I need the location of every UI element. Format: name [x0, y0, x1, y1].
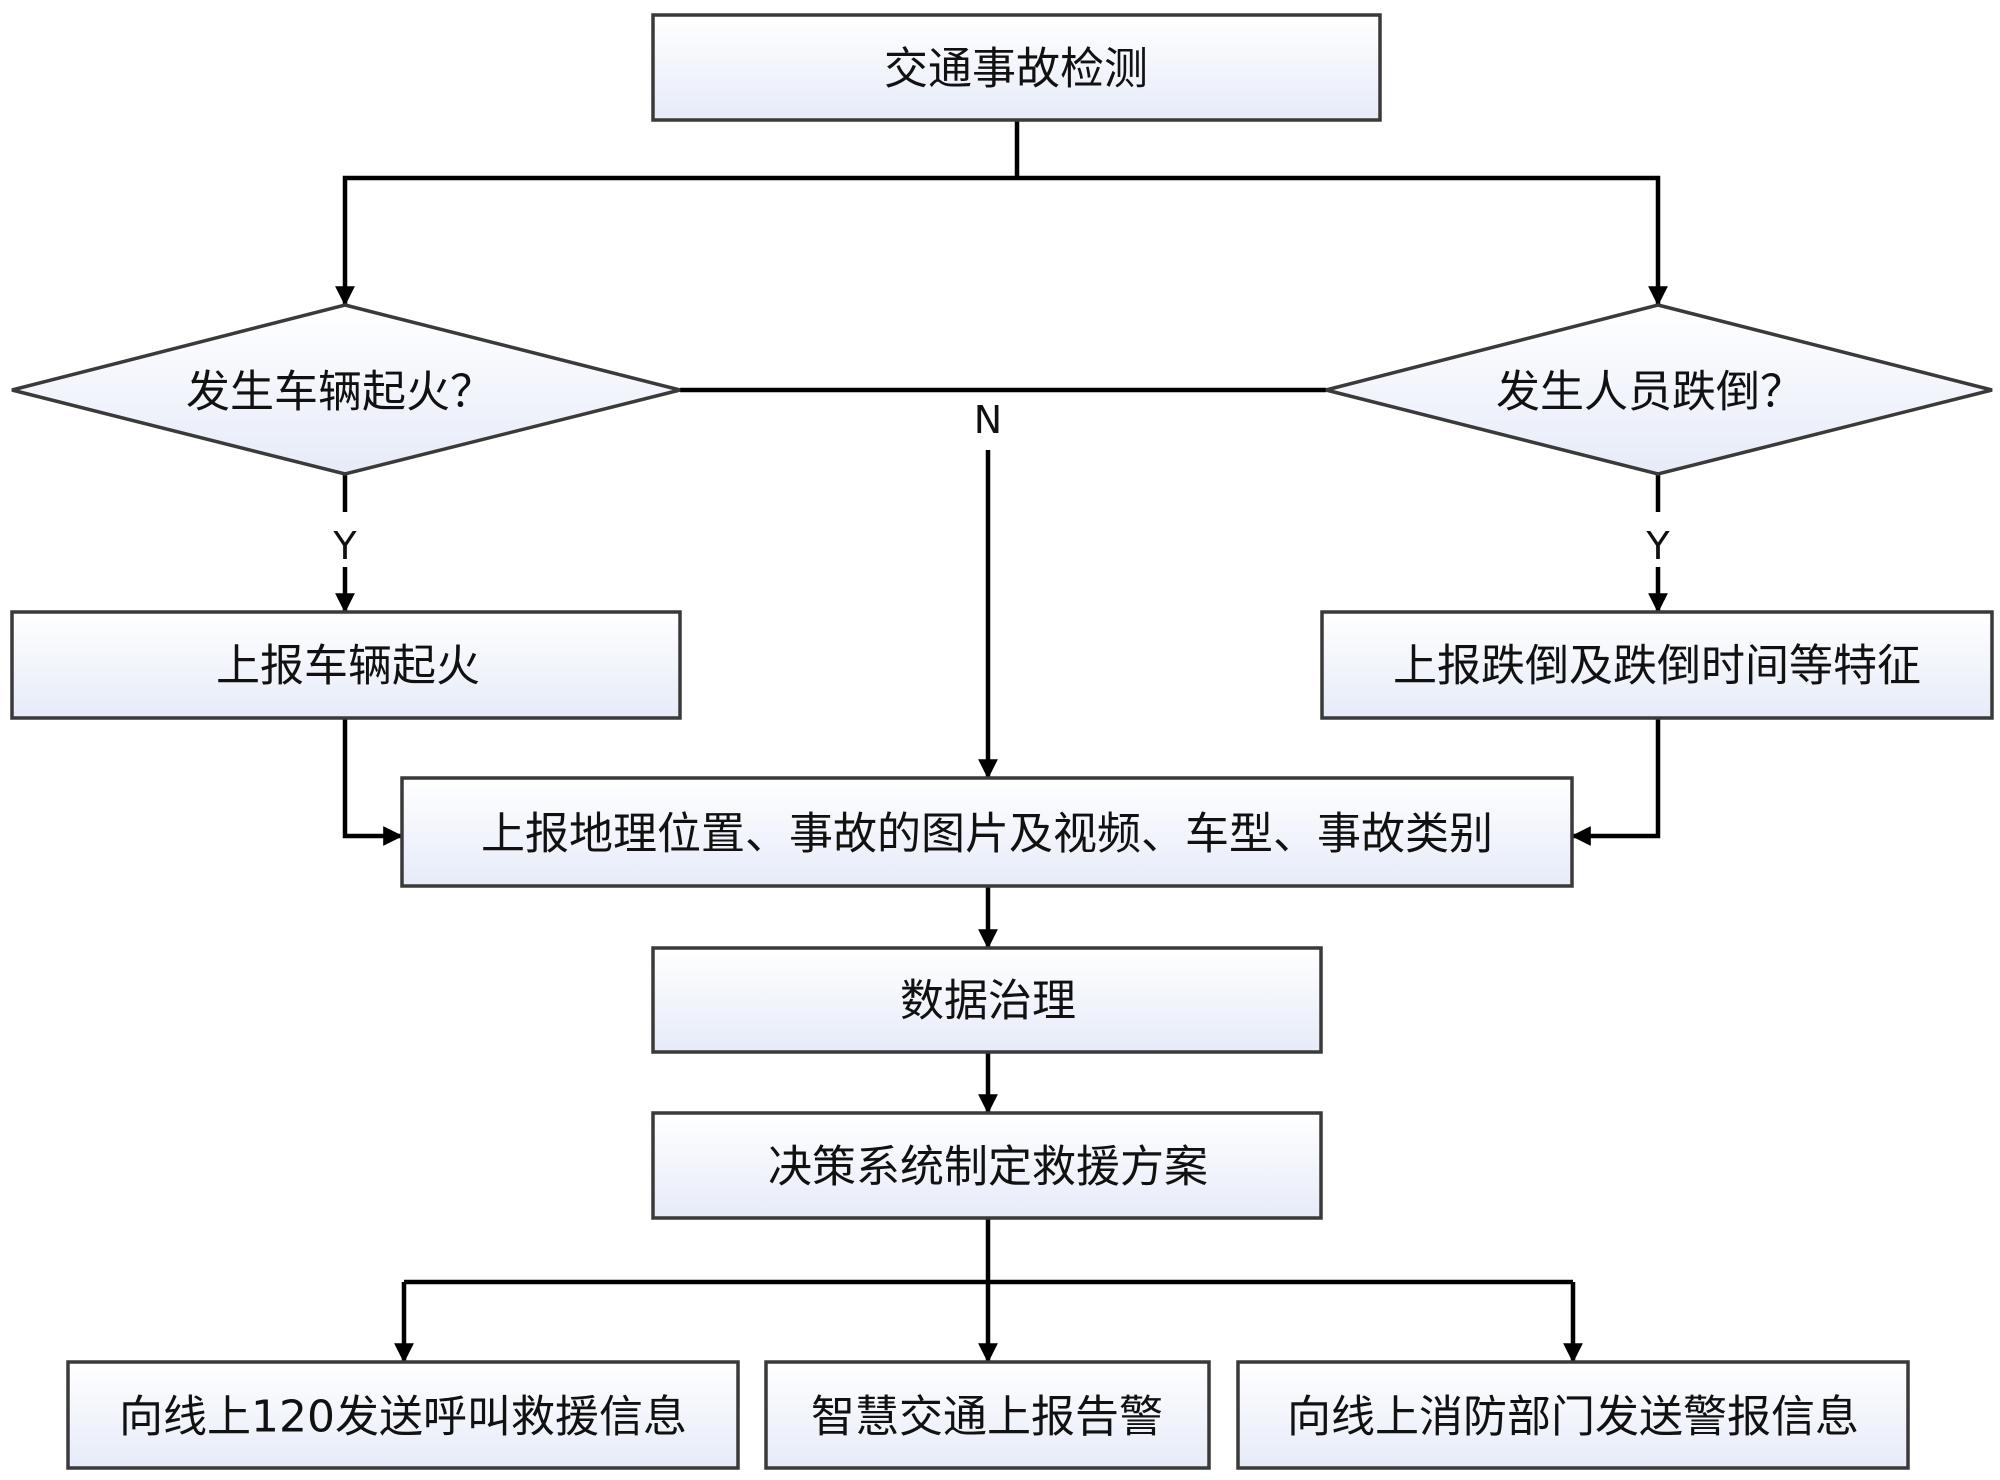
node-out-police: 智慧交通上报告警	[764, 1360, 1211, 1470]
node-report-fall-label: 上报跌倒及跌倒时间等特征	[1393, 641, 1921, 692]
node-detect: 交通事故检测	[651, 13, 1382, 122]
node-decision: 决策系统制定救援方案	[651, 1111, 1323, 1220]
node-report-fire: 上报车辆起火	[10, 610, 682, 720]
node-out-fire-label: 向线上消防部门发送警报信息	[1287, 1392, 1859, 1443]
node-governance: 数据治理	[651, 946, 1323, 1054]
node-out-120-label: 向线上120发送呼叫救援信息	[119, 1392, 687, 1443]
label-no: N	[974, 398, 1002, 442]
node-report-fire-label: 上报车辆起火	[216, 641, 480, 692]
edge-split-right	[1017, 175, 1668, 306]
decision-fall-label: 发生人员跌倒？	[1496, 367, 1804, 418]
node-decision-label: 决策系统制定救援方案	[768, 1142, 1208, 1193]
node-governance-label: 数据治理	[900, 976, 1076, 1027]
label-yes-fire: Y	[332, 524, 357, 568]
decision-fire: 发生车辆起火？	[11, 303, 681, 476]
decision-fall: 发生人员跌倒？	[1325, 303, 1993, 476]
decision-fire-label: 发生车辆起火？	[186, 367, 494, 418]
node-out-120: 向线上120发送呼叫救援信息	[66, 1360, 740, 1470]
edge-report-fall-to-info	[1571, 718, 1661, 846]
edge-report-fire-to-info	[342, 718, 403, 846]
node-report-info: 上报地理位置、事故的图片及视频、车型、事故类别	[400, 776, 1574, 888]
node-out-fire: 向线上消防部门发送警报信息	[1236, 1360, 1910, 1470]
label-yes-fall: Y	[1645, 524, 1670, 568]
connectors	[335, 120, 1668, 1363]
node-report-fall: 上报跌倒及跌倒时间等特征	[1320, 610, 1994, 720]
node-report-info-label: 上报地理位置、事故的图片及视频、车型、事故类别	[481, 809, 1493, 860]
node-detect-label: 交通事故检测	[884, 44, 1148, 95]
node-out-police-label: 智慧交通上报告警	[811, 1392, 1163, 1443]
edge-split-left	[335, 175, 1017, 306]
